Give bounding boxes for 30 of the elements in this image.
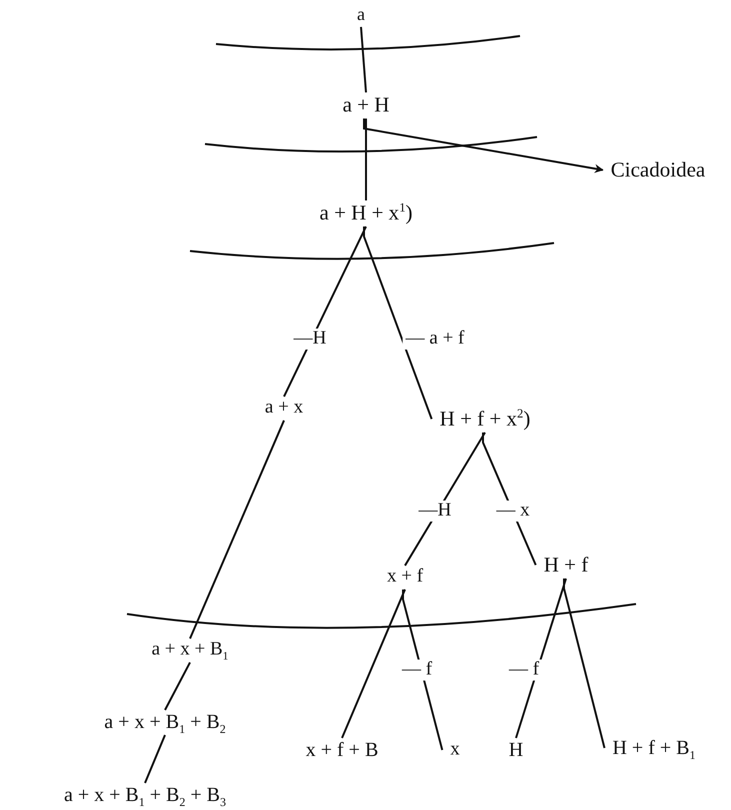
branch-line (189, 420, 285, 639)
taxon-label: x (448, 740, 462, 760)
branch-line (365, 118, 367, 200)
taxon-label: H (506, 739, 526, 761)
branch-line (144, 734, 166, 784)
taxon-label: a + x + B$_{1}$ (150, 640, 230, 660)
taxon-label: a (355, 5, 367, 25)
edge-label: — a + f (402, 328, 468, 350)
branch-line (283, 226, 367, 397)
edge-label: — f (398, 660, 436, 680)
taxon-label: a + x + B$_{1}$ + B$_{2}$ (102, 711, 228, 733)
taxon-label: H + f + B$_{1}$ (610, 737, 698, 759)
taxon-label: a + x (262, 398, 306, 418)
taxon-label: H + f (542, 553, 590, 577)
branch-line (563, 578, 606, 748)
taxon-label: Cicadoidea (608, 158, 708, 182)
edge-label: — f (506, 660, 542, 680)
arrow (363, 118, 604, 174)
branch-line (164, 662, 191, 710)
taxon-label: H + f + x$^{2}$) (438, 407, 532, 431)
branch-line (341, 589, 406, 738)
taxon-label: x + f + B (304, 739, 380, 761)
taxon-label: a + H + x$^{1}$) (318, 201, 414, 225)
branch-line (363, 226, 433, 420)
branch-line (515, 578, 567, 738)
branch-line (402, 589, 444, 750)
taxon-label: a + x + B$_{1}$ + B$_{2}$ + B$_{3}$ (62, 784, 228, 806)
branch-line (360, 26, 367, 93)
taxon-label: x + f (384, 566, 426, 588)
taxon-label: a + H (340, 93, 392, 117)
